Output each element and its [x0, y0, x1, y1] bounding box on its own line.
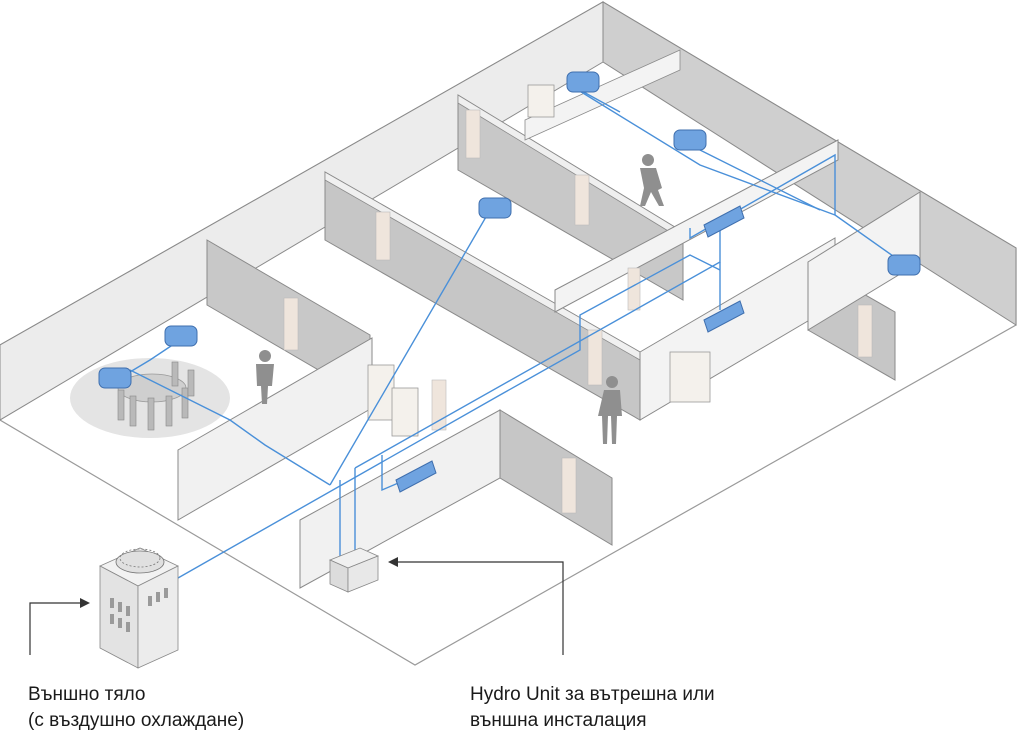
outdoor-unit-label: Външно тяло (с въздушно охлаждане)	[28, 682, 244, 734]
door	[561, 457, 577, 514]
refrigerant-piping	[129, 89, 911, 579]
hydro-unit-icon	[328, 547, 380, 593]
chairs	[117, 361, 195, 431]
hydro-unit-label: Hydro Unit за вътрешна или външна инстал…	[470, 682, 715, 734]
ceiling-cassette-icon	[98, 71, 921, 389]
cross-wall-f	[524, 49, 681, 141]
arrow-icon	[398, 561, 564, 655]
door	[375, 211, 391, 261]
hydro-unit-label-line1: Hydro Unit за вътрешна или	[470, 684, 715, 705]
outdoor-unit-label-line2: (с въздушно охлаждане)	[28, 710, 245, 731]
arrow-head-icon	[388, 557, 398, 567]
door	[431, 379, 447, 431]
cross-wall-d	[299, 409, 501, 589]
door	[627, 267, 641, 311]
outdoor-unit-icon	[99, 547, 179, 669]
hydro-unit-label-line2: външна инсталация	[470, 710, 647, 731]
cabinet	[367, 84, 711, 437]
person-icon	[598, 376, 622, 444]
outdoor-unit-label-line1: Външно тяло	[28, 684, 146, 705]
door	[283, 297, 299, 351]
arrow-icon	[29, 602, 82, 655]
door	[574, 174, 590, 226]
door	[587, 329, 603, 386]
door	[857, 304, 873, 358]
door	[465, 109, 481, 159]
arrow-head-icon	[80, 598, 90, 608]
person-icon	[256, 350, 274, 404]
person-icon	[640, 154, 664, 206]
wall-split-icon	[395, 205, 745, 493]
